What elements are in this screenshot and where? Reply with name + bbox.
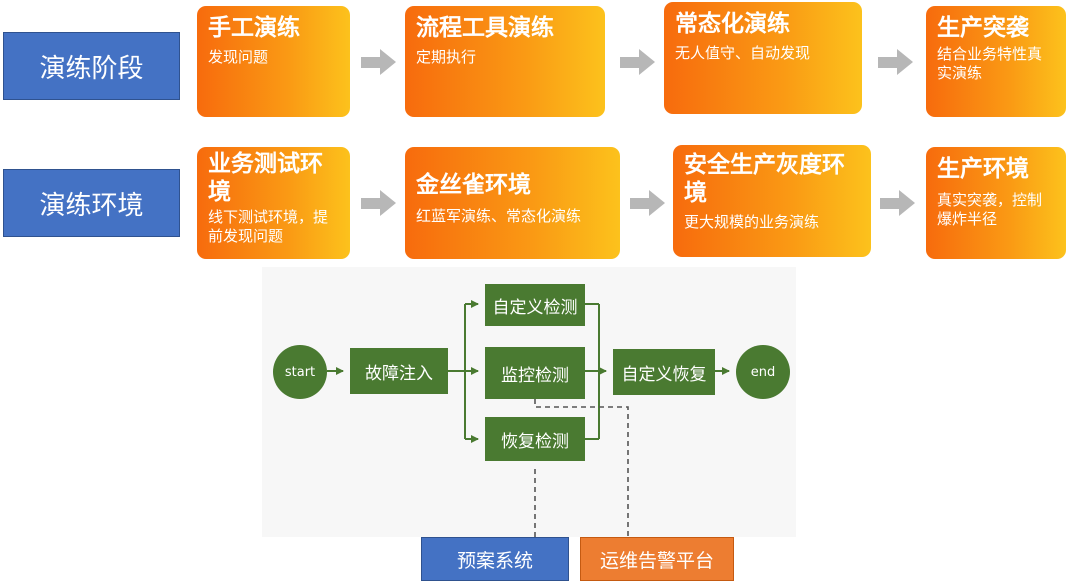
fault-injection-node: 故障注入 (350, 348, 448, 394)
card-title: 常态化演练 (675, 11, 790, 37)
env-card-canary: 金丝雀环境 红蓝军演练、常态化演练 (405, 147, 620, 259)
stage-card-routine: 常态化演练 无人值守、自动发现 (664, 2, 862, 114)
env-card-gray-release: 安全生产灰度环境 更大规模的业务演练 (673, 145, 871, 257)
card-subtitle: 结合业务特性真实演练 (937, 45, 1043, 82)
start-node: start (273, 345, 327, 399)
card-subtitle: 更大规模的业务演练 (684, 213, 820, 231)
card-title: 业务测试环境 (208, 151, 323, 205)
arrow-right-icon (878, 49, 914, 75)
env-card-business-test: 业务测试环境 线下测试环境，提前发现问题 (197, 147, 350, 259)
custom-detection-node: 自定义检测 (485, 284, 585, 326)
arrow-right-icon (630, 190, 666, 216)
card-subtitle: 红蓝军演练、常态化演练 (416, 207, 582, 225)
recovery-detection-node: 恢复检测 (485, 417, 585, 461)
env-card-production: 生产环境 真实突袭，控制爆炸半径 (926, 147, 1066, 259)
monitor-detection-node: 监控检测 (485, 347, 585, 399)
card-title: 生产环境 (937, 156, 1029, 182)
custom-recovery-node: 自定义恢复 (613, 349, 715, 395)
flow-connectors (327, 300, 730, 537)
alert-platform-box: 运维告警平台 (580, 537, 734, 581)
card-title: 安全生产灰度环境 (684, 152, 845, 206)
card-subtitle: 定期执行 (416, 48, 477, 66)
card-title: 流程工具演练 (416, 15, 554, 41)
stage-card-manual: 手工演练 发现问题 (197, 6, 350, 117)
row-label-stage: 演练阶段 (3, 32, 180, 100)
arrow-right-icon (880, 190, 916, 216)
card-subtitle: 发现问题 (208, 48, 269, 66)
card-subtitle: 真实突袭，控制爆炸半径 (937, 191, 1043, 228)
plan-system-box: 预案系统 (421, 537, 569, 581)
drill-flow-diagram: start 故障注入 自定义检测 监控检测 恢复检测 自定义恢复 end (262, 267, 796, 537)
card-title: 手工演练 (208, 15, 300, 41)
arrow-right-icon (620, 49, 656, 75)
card-title: 金丝雀环境 (416, 172, 531, 198)
stage-card-process-tool: 流程工具演练 定期执行 (405, 6, 605, 117)
card-subtitle: 线下测试环境，提前发现问题 (208, 208, 329, 245)
card-subtitle: 无人值守、自动发现 (675, 44, 811, 62)
card-title: 生产突袭 (937, 15, 1029, 41)
stage-card-production-raid: 生产突袭 结合业务特性真实演练 (926, 6, 1066, 117)
arrow-right-icon (361, 190, 397, 216)
row-label-environment: 演练环境 (3, 169, 180, 237)
end-node: end (736, 345, 790, 399)
arrow-right-icon (361, 49, 397, 75)
